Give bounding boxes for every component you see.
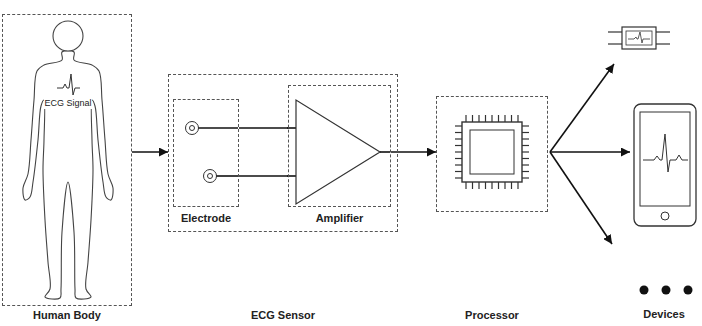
electrode-pad: [190, 126, 195, 131]
output-arrow: [550, 152, 612, 244]
electrode-pad: [208, 174, 213, 179]
output-arrow: [550, 64, 614, 152]
chip-pin: [522, 132, 529, 133]
chip-pin: [522, 158, 529, 159]
chip-pin: [491, 115, 492, 122]
chip-pin: [472, 115, 473, 122]
label-wrap: ECG Signal: [44, 97, 91, 109]
chip-pin: [504, 182, 505, 189]
group-title: Devices: [643, 308, 685, 320]
electrode-pad: [204, 170, 217, 183]
smartphone-icon: [634, 104, 696, 226]
chip-pin: [498, 182, 499, 189]
chip-pin: [455, 158, 462, 159]
dashed-group-box: Human Body: [2, 14, 132, 306]
chip-pin: [491, 182, 492, 189]
dashed-group-box: Electrode: [173, 99, 239, 207]
chip-pin: [455, 171, 462, 172]
connector: [239, 127, 288, 129]
chip-pin: [522, 125, 529, 126]
wire: [199, 127, 239, 129]
chip-die: [470, 130, 514, 174]
chip-pin: [455, 177, 462, 178]
electrode-pad: [186, 122, 199, 135]
group-title: Electrode: [174, 212, 238, 225]
watch-face: [622, 27, 656, 49]
chip-pin: [511, 182, 512, 189]
smartwatch-icon: [608, 27, 670, 49]
chip-pin: [485, 182, 486, 189]
chip-pin: [522, 177, 529, 178]
chip-pin: [455, 145, 462, 146]
chip-pin: [478, 115, 479, 122]
chip-pin: [455, 132, 462, 133]
chip-pin: [455, 164, 462, 165]
watch-band: [656, 31, 670, 32]
head-outline: [53, 21, 83, 51]
connector: [132, 151, 168, 153]
watch-screen: [626, 31, 652, 45]
watch-band: [608, 43, 622, 44]
chip-pin: [455, 125, 462, 126]
chip-pin: [485, 115, 486, 122]
ellipsis-dot: [684, 286, 693, 295]
chip-pin: [455, 138, 462, 139]
phone-body: [634, 104, 696, 226]
ecg-waveform: [628, 32, 650, 43]
ellipsis-dot: [662, 286, 671, 295]
chip-pin: [504, 115, 505, 122]
group-title: Amplifier: [289, 212, 390, 225]
chip-body: [462, 122, 522, 182]
phone-screen: [640, 112, 690, 206]
chip-pin: [472, 182, 473, 189]
connector: [239, 175, 288, 177]
dashed-group-box: ECG SensorElectrodeAmplifier: [168, 74, 398, 232]
human-figure: [23, 21, 113, 299]
label-wrap: Devices: [643, 308, 685, 320]
chip-pin: [455, 151, 462, 152]
chip-pin: [522, 151, 529, 152]
chip-symbol: [455, 115, 529, 189]
dashed-group-box: Processor: [436, 96, 548, 212]
ellipsis-dot: [640, 286, 649, 295]
amplifier-symbol: [296, 100, 380, 204]
chip-pin: [522, 164, 529, 165]
chip-pin: [522, 145, 529, 146]
chip-pin: [465, 115, 466, 122]
chip-pin: [478, 182, 479, 189]
home-button: [661, 212, 669, 220]
group-title: ECG Sensor: [169, 309, 397, 322]
wire: [380, 151, 390, 153]
ecg-waveform: [643, 134, 688, 172]
chip-pin: [498, 115, 499, 122]
group-title: Human Body: [3, 309, 131, 322]
watch-band: [656, 43, 670, 44]
chip-pin: [465, 182, 466, 189]
ecg-waveform: [57, 74, 80, 95]
watch-band: [608, 31, 622, 32]
group-title: Processor: [437, 309, 547, 322]
body-outline: [23, 51, 113, 299]
chip-pin: [511, 115, 512, 122]
dashed-group-box: Amplifier: [288, 85, 391, 207]
output-arrow: [550, 151, 630, 153]
signal-label: ECG Signal: [44, 97, 91, 109]
wire: [217, 175, 239, 177]
chip-pin: [522, 138, 529, 139]
chip-pin: [522, 171, 529, 172]
chip-pin: [517, 115, 518, 122]
chip-pin: [517, 182, 518, 189]
